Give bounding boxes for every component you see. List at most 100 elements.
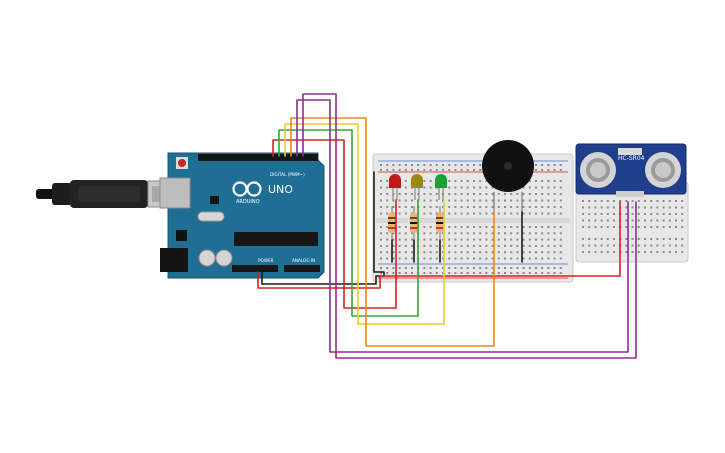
breadboard-hole	[582, 213, 584, 215]
breadboard-holes	[380, 164, 562, 274]
breadboard-hole	[435, 238, 438, 241]
breadboard-hole	[594, 200, 597, 202]
breadboard-hole	[662, 213, 665, 215]
breadboard-hole	[479, 212, 482, 215]
breadboard-hole	[528, 232, 531, 235]
board-model-label: UNO	[268, 183, 293, 196]
breadboard-hole	[466, 238, 469, 241]
breadboard-hole	[547, 164, 550, 166]
breadboard-hole	[491, 238, 494, 241]
breadboard-hole	[485, 257, 488, 260]
breadboard-hole	[380, 238, 382, 241]
breadboard-hole	[553, 212, 556, 215]
breadboard-hole	[613, 251, 615, 253]
breadboard-hole	[510, 226, 513, 228]
breadboard-hole	[392, 272, 395, 274]
breadboard-hole	[522, 226, 525, 228]
breadboard-hole	[429, 272, 432, 274]
hc-sr04-ultrasonic-sensor: HC-SR04	[575, 143, 687, 197]
breadboard-hole	[479, 267, 482, 269]
breadboard-hole	[497, 251, 500, 254]
breadboard-hole	[429, 186, 432, 189]
breadboard-hole	[429, 169, 432, 171]
breadboard-hole	[650, 206, 653, 209]
breadboard-hole	[510, 199, 513, 202]
breadboard-hole	[485, 180, 488, 182]
breadboard-hole	[535, 251, 537, 254]
breadboard-hole	[473, 272, 475, 274]
breadboard-hole	[491, 272, 494, 274]
breadboard-hole	[466, 186, 469, 189]
breadboard-hole	[448, 180, 451, 182]
breadboard-hole	[522, 257, 525, 260]
breadboard-hole	[541, 186, 544, 189]
breadboard-hole	[435, 199, 438, 202]
breadboard-hole	[398, 238, 401, 241]
breadboard-hole	[479, 164, 482, 166]
breadboard-hole	[668, 206, 671, 209]
breadboard-hole	[386, 199, 389, 202]
breadboard-hole	[497, 238, 500, 241]
breadboard-hole	[559, 164, 562, 166]
breadboard-hole	[559, 251, 562, 254]
breadboard-hole	[613, 219, 615, 222]
breadboard-hole	[473, 206, 475, 208]
breadboard-hole	[454, 267, 457, 269]
breadboard-hole	[553, 193, 556, 195]
breadboard-hole	[668, 244, 671, 247]
breadboard-hole	[631, 238, 634, 240]
breadboard-hole	[485, 251, 488, 254]
breadboard-hole	[681, 219, 684, 222]
breadboard-hole	[547, 232, 550, 235]
breadboard-hole	[559, 186, 562, 189]
breadboard-hole	[491, 206, 494, 208]
breadboard-hole	[497, 232, 500, 235]
breadboard-hole	[454, 206, 457, 208]
breadboard-hole	[668, 226, 671, 228]
breadboard-hole	[497, 244, 500, 247]
breadboard-hole	[588, 200, 591, 202]
breadboard-hole	[411, 244, 413, 247]
breadboard-hole	[522, 267, 525, 269]
breadboard-hole	[473, 193, 475, 195]
breadboard-hole	[454, 212, 457, 215]
breadboard-hole	[504, 272, 506, 274]
breadboard-hole	[656, 244, 659, 247]
breadboard-hole	[466, 272, 469, 274]
breadboard-hole	[582, 251, 584, 253]
breadboard-hole	[404, 232, 407, 235]
breadboard-hole	[404, 193, 407, 195]
breadboard-hole	[442, 251, 444, 254]
breadboard-hole	[386, 251, 389, 254]
breadboard-hole	[398, 226, 401, 228]
breadboard-hole	[442, 244, 444, 247]
breadboard-hole	[485, 193, 488, 195]
breadboard-hole	[588, 219, 591, 222]
wire-yellow-led	[284, 123, 445, 325]
breadboard-hole	[392, 251, 395, 254]
breadboard-hole	[535, 164, 537, 166]
breadboard-hole	[553, 238, 556, 241]
breadboard-hole	[504, 244, 506, 247]
breadboard-hole	[613, 213, 615, 215]
breadboard-hole	[411, 169, 413, 171]
breadboard-hole	[411, 199, 413, 202]
breadboard-hole	[398, 206, 401, 208]
breadboard-hole	[460, 164, 463, 166]
breadboard-hole	[582, 200, 584, 202]
breadboard-hole	[380, 257, 382, 260]
breadboard-hole	[404, 244, 407, 247]
breadboard-hole	[497, 272, 500, 274]
breadboard-hole	[423, 267, 426, 269]
breadboard-hole	[644, 219, 646, 222]
breadboard-hole	[380, 164, 382, 166]
breadboard-hole	[535, 180, 537, 182]
breadboard-hole	[631, 244, 634, 247]
breadboard-hole	[553, 164, 556, 166]
breadboard-hole	[404, 169, 407, 171]
breadboard-hole	[460, 272, 463, 274]
breadboard-hole	[454, 164, 457, 166]
breadboard-hole	[497, 257, 500, 260]
breadboard-hole	[386, 186, 389, 189]
